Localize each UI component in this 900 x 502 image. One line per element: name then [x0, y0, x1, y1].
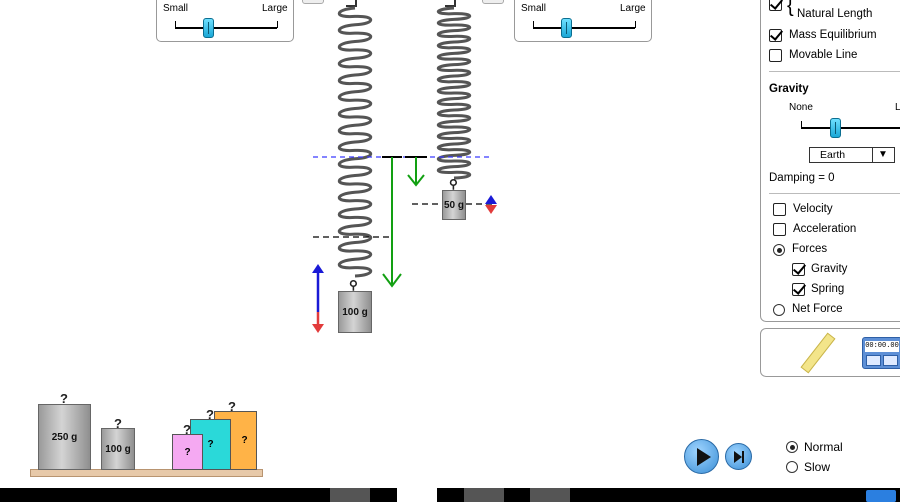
mass-equilibrium-checkbox[interactable] — [769, 29, 782, 42]
navigation-bar — [0, 488, 900, 502]
gravity-track — [801, 127, 900, 129]
mass1-hook: ⚲ — [349, 278, 358, 292]
gravity-title: Gravity — [769, 83, 809, 95]
net-force-radio[interactable] — [773, 304, 785, 316]
speed-slow-radio[interactable] — [786, 461, 798, 473]
play-icon — [697, 448, 711, 466]
slider-min-label: Small — [521, 3, 547, 14]
spring1-constant-panel: Small Large — [156, 0, 294, 42]
acceleration-checkbox[interactable] — [773, 223, 786, 236]
slider-tick — [635, 21, 636, 28]
divider — [769, 71, 900, 72]
shelf-mass-250[interactable]: 250 g — [38, 404, 91, 470]
mystery-orange-hook: ? — [228, 399, 236, 414]
slider-track — [175, 27, 277, 29]
nav-tab-energy[interactable] — [464, 488, 504, 502]
play-button[interactable] — [684, 439, 719, 474]
gravity-max-label: L — [895, 102, 900, 113]
slider-tick — [277, 21, 278, 28]
planet-select-value: Earth — [820, 149, 846, 161]
chevron-down-icon: ▼ — [878, 149, 888, 160]
speed-normal-label: Normal — [804, 440, 843, 454]
mass1-spring-force-head — [312, 264, 324, 273]
step-bar-icon — [742, 451, 744, 463]
spring2-coils — [436, 6, 472, 180]
mystery-mass-pink[interactable]: ? — [172, 434, 203, 470]
movable-line-checkbox[interactable] — [769, 49, 782, 62]
stopwatch-play-icon — [883, 355, 898, 366]
natural-length-checkbox[interactable] — [769, 0, 782, 11]
forces-label: Forces — [792, 243, 828, 255]
gravity-min-label: None — [789, 102, 813, 113]
stopwatch-display: 00:00.00 — [865, 341, 899, 352]
gravity-force-checkbox[interactable] — [792, 263, 805, 276]
gravity-force-label: Gravity — [811, 263, 848, 275]
mass-equilibrium-label: Mass Equilibrium — [789, 29, 877, 41]
shelf-mass-100[interactable]: 100 g — [101, 428, 135, 470]
phet-logo — [866, 490, 896, 502]
movable-line-label: Movable Line — [789, 49, 858, 61]
mass2-block[interactable]: 50 g — [442, 190, 466, 220]
stopwatch-icon[interactable]: 00:00.00 — [862, 337, 900, 369]
spring2-constant-panel: Small Large — [514, 0, 652, 42]
spring-force-checkbox[interactable] — [792, 283, 805, 296]
mystery-mass-orange-label: ? — [241, 435, 248, 446]
divider — [769, 193, 900, 194]
slider-max-label: Large — [620, 3, 646, 14]
planet-select-divider — [872, 148, 873, 162]
natural-length-brace: { — [787, 0, 794, 17]
nav-tab-vectors[interactable] — [397, 488, 437, 502]
stopwatch-reset-icon — [866, 355, 881, 366]
natural-length-label: Natural Length — [797, 8, 873, 20]
shelf-mass-100-hook: ? — [114, 416, 122, 431]
spring-force-label: Spring — [811, 283, 845, 295]
nav-tab-intro[interactable] — [330, 488, 370, 502]
velocity-checkbox[interactable] — [773, 203, 786, 216]
slider-tick — [533, 21, 534, 28]
mass-shelf — [30, 469, 263, 477]
slider-min-label: Small — [163, 3, 189, 14]
ruler-icon[interactable] — [800, 332, 836, 374]
mass1-block[interactable]: 100 g — [338, 291, 372, 333]
speed-slow-label: Slow — [804, 460, 831, 474]
damping-label: Damping = 0 — [769, 172, 835, 184]
slider-track — [533, 27, 635, 29]
spring2-hook — [445, 0, 456, 7]
mass2-hook: ⚲ — [449, 177, 458, 191]
spring2-force-arrowhead — [407, 174, 425, 187]
mass1-gravity-head — [312, 324, 324, 333]
nav-tab-lab[interactable] — [530, 488, 570, 502]
spring1-force-arrowhead — [382, 273, 402, 288]
speed-normal-radio[interactable] — [786, 441, 798, 453]
mass2-spring-force-head — [485, 195, 497, 204]
spring2-constant-thumb[interactable] — [561, 18, 572, 38]
spring2-top-tab[interactable] — [482, 0, 504, 4]
tools-panel: 00:00.00 — [760, 328, 900, 377]
planet-select[interactable]: Earth ▼ — [809, 147, 895, 163]
spring1-hook — [346, 0, 357, 7]
springs-scene — [312, 0, 497, 333]
step-icon — [734, 451, 742, 463]
acceleration-label: Acceleration — [793, 223, 857, 235]
controls-panel: { Natural Length Mass Equilibrium Movabl… — [760, 0, 900, 322]
shelf-mass-250-hook: ? — [60, 391, 68, 406]
spring1-coils — [337, 6, 373, 278]
net-force-label: Net Force — [792, 303, 843, 315]
gravity-tick — [801, 121, 802, 128]
slider-tick — [175, 21, 176, 28]
spring1-constant-thumb[interactable] — [203, 18, 214, 38]
mystery-pink-hook: ? — [183, 422, 191, 437]
gravity-thumb[interactable] — [830, 118, 841, 138]
slider-max-label: Large — [262, 3, 288, 14]
mass2-gravity-head — [485, 205, 497, 214]
mystery-cyan-hook: ? — [206, 407, 214, 422]
step-button[interactable] — [725, 443, 752, 470]
velocity-label: Velocity — [793, 203, 833, 215]
forces-radio[interactable] — [773, 244, 785, 256]
spring1-top-tab[interactable] — [302, 0, 324, 4]
